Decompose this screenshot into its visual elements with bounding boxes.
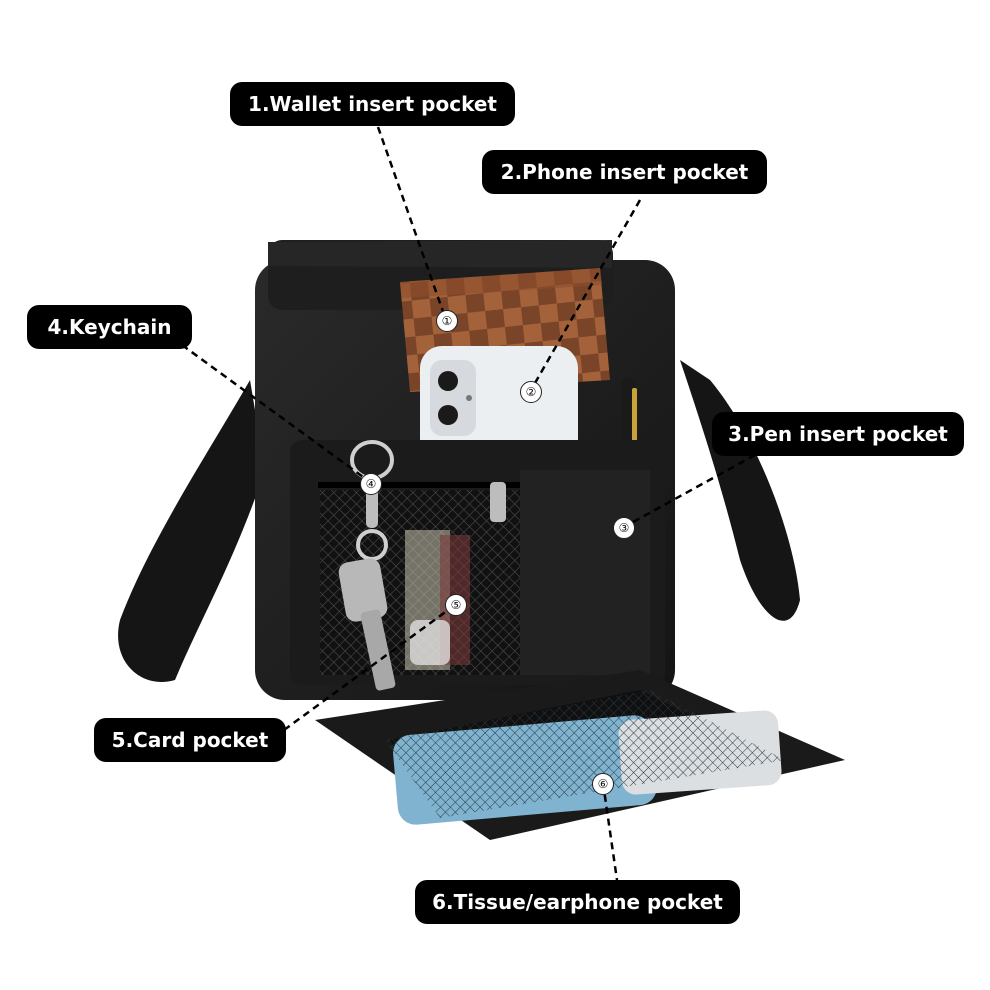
leader-line-wallet [376,126,448,321]
label-pen-insert-pocket: 3.Pen insert pocket [712,412,964,456]
leader-line-keychain [181,343,371,484]
keychain [338,440,396,691]
callout-lines [181,126,756,881]
marker-pen: ③ [613,517,635,539]
label-phone-insert-pocket: 2.Phone insert pocket [482,150,767,194]
leader-line-phone [529,199,642,391]
leader-line-pen [623,453,756,529]
front-flap [315,670,845,840]
label-keychain: 4.Keychain [27,305,192,349]
shoulder-strap [118,360,800,682]
marker-tissue: ⑥ [592,773,614,795]
leader-line-tissue [601,782,619,881]
marker-wallet: ① [436,310,458,332]
label-tissue-earphone-pocket: 6.Tissue/earphone pocket [415,880,740,924]
label-card-pocket: 5.Card pocket [94,718,286,762]
front-pocket-panel [290,440,665,685]
label-wallet-insert-pocket: 1.Wallet insert pocket [230,82,515,126]
marker-keychain: ④ [360,473,382,495]
phone [420,346,578,461]
marker-phone: ② [520,381,542,403]
marker-card: ⑤ [445,594,467,616]
